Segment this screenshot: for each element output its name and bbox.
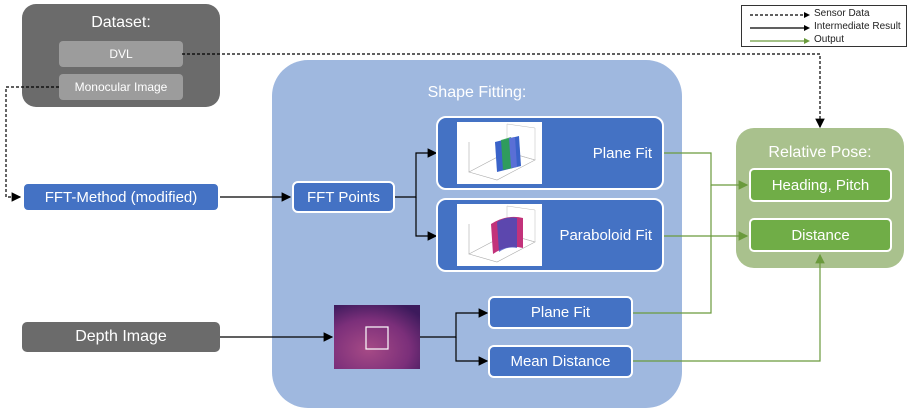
mean-distance-to-distance-line [632, 253, 825, 362]
points-to-plane-fit-line [395, 148, 438, 198]
plane-fit-depth-box: Plane Fit [488, 296, 633, 329]
dataset-title: Dataset: [91, 14, 151, 31]
depth-plane-to-heading-line [632, 236, 712, 314]
paraboloid-fit-plot-thumbnail [457, 204, 542, 266]
points-to-paraboloid-line [415, 197, 438, 241]
depth-roi-square [365, 326, 389, 350]
distance-box: Distance [749, 218, 892, 252]
relative-pose-title: Relative Pose: [768, 144, 872, 161]
paraboloid-to-heading-line [663, 185, 712, 237]
depth-image-box: Depth Image [22, 322, 220, 352]
legend-intermediate-result: Intermediate Result [748, 21, 904, 34]
plane-fit-3d-plot-thumbnail [457, 122, 542, 184]
dataset-panel: Dataset: DVL Monocular Image [22, 4, 220, 107]
paraboloid-fit-label: Paraboloid Fit [559, 226, 652, 244]
heading-pitch-box: Heading, Pitch [749, 168, 892, 202]
plane-fit-to-heading-line [663, 152, 749, 190]
legend: Sensor Data Intermediate Result Output [741, 5, 907, 47]
legend-sensor-data: Sensor Data [748, 8, 904, 21]
shape-fitting-title: Shape Fitting: [427, 84, 527, 101]
dvl-box: DVL [59, 41, 183, 67]
fft-points-box: FFT Points [292, 181, 395, 213]
legend-output: Output [748, 34, 904, 47]
fft-method-box: FFT-Method (modified) [22, 182, 220, 212]
depth-image-thumbnail [334, 305, 420, 369]
image-to-mean-distance-line [455, 337, 489, 366]
mono-to-fft-line [5, 86, 59, 202]
image-to-plane-fit-line [420, 308, 489, 338]
mean-distance-box: Mean Distance [488, 345, 633, 378]
dvl-to-pose-line [182, 53, 825, 129]
monocular-image-box: Monocular Image [59, 74, 183, 100]
plane-fit-3d-label: Plane Fit [592, 144, 652, 162]
